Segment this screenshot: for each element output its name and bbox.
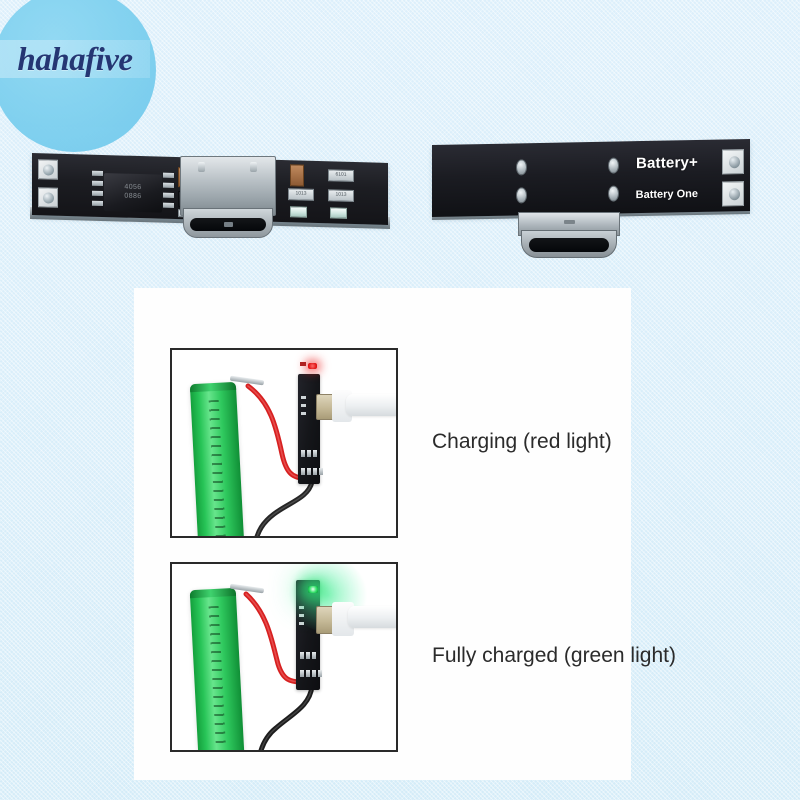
- module-pads: [301, 468, 323, 475]
- solder-pad: [38, 187, 58, 208]
- smd-resistor-marking: 6101: [335, 171, 347, 178]
- wire-red: [245, 383, 307, 481]
- demo-photo-charging: [170, 348, 398, 538]
- ic-lead: [163, 172, 174, 178]
- brand-watermark-text: hahafive: [17, 42, 133, 78]
- through-hole-via: [608, 185, 619, 202]
- smd-inductor: [290, 164, 304, 187]
- wire-black: [258, 683, 315, 750]
- ic-lead: [163, 182, 174, 188]
- led-indicator-green: [308, 586, 318, 593]
- usb-c-slot: [529, 238, 609, 252]
- smd-resistor-marking: 1013: [335, 191, 347, 198]
- ic-lead: [92, 200, 103, 207]
- product-photo-back-board: Battery+ Battery One: [432, 136, 762, 258]
- usb-c-mount-tab: [564, 220, 575, 224]
- smd-resistor: 1013: [288, 188, 314, 201]
- usb-c-mount-tab: [250, 162, 257, 172]
- solder-pad: [38, 159, 58, 180]
- smd-part: [301, 404, 306, 407]
- smd-part: [300, 362, 306, 366]
- demo-photo-fully-charged: [170, 562, 398, 752]
- through-hole-via: [608, 157, 619, 174]
- ic-lead: [163, 202, 174, 208]
- status-led-red: [290, 206, 307, 218]
- usb-cable: [346, 394, 396, 416]
- status-led-green: [330, 207, 347, 219]
- brand-watermark-band: [0, 40, 150, 78]
- smd-resistor-marking: 1013: [295, 190, 307, 197]
- wire-red: [243, 591, 305, 685]
- solder-pad: [722, 181, 744, 207]
- ic-lead: [163, 192, 174, 198]
- demo-caption-charging: Charging (red light): [432, 430, 612, 453]
- smd-part: [301, 396, 306, 399]
- smd-part: [301, 412, 306, 415]
- usb-c-shell: [180, 156, 276, 216]
- module-pads: [300, 670, 322, 677]
- through-hole-via: [516, 187, 527, 204]
- ic-lead: [92, 170, 103, 177]
- charger-module: [298, 374, 323, 484]
- silkscreen-battery-positive: Battery+: [635, 153, 698, 173]
- usb-cable: [348, 606, 396, 628]
- usb-c-tongue: [224, 222, 233, 227]
- usb-c-mount-tab: [198, 162, 205, 172]
- brand-watermark-circle: hahafive: [0, 0, 156, 152]
- back-board-substrate: Battery+ Battery One: [432, 138, 750, 218]
- through-hole-via: [516, 159, 527, 176]
- solder-pad: [722, 149, 744, 175]
- wire-black: [254, 479, 315, 536]
- smd-resistor: 6101: [328, 169, 354, 183]
- silkscreen-battery-negative: Battery One: [635, 187, 698, 202]
- ic-lead: [92, 190, 103, 197]
- demo-caption-fully-charged: Fully charged (green light): [432, 644, 676, 667]
- module-pads: [301, 450, 317, 457]
- usb-c-connector-front: [180, 156, 276, 246]
- module-pads: [300, 652, 316, 659]
- usb-c-connector-back: [518, 212, 620, 260]
- ic-lead: [92, 180, 103, 187]
- demo-panel: Charging (red light): [134, 288, 676, 780]
- led-indicator-red: [308, 363, 317, 369]
- smd-resistor: 1013: [328, 189, 354, 203]
